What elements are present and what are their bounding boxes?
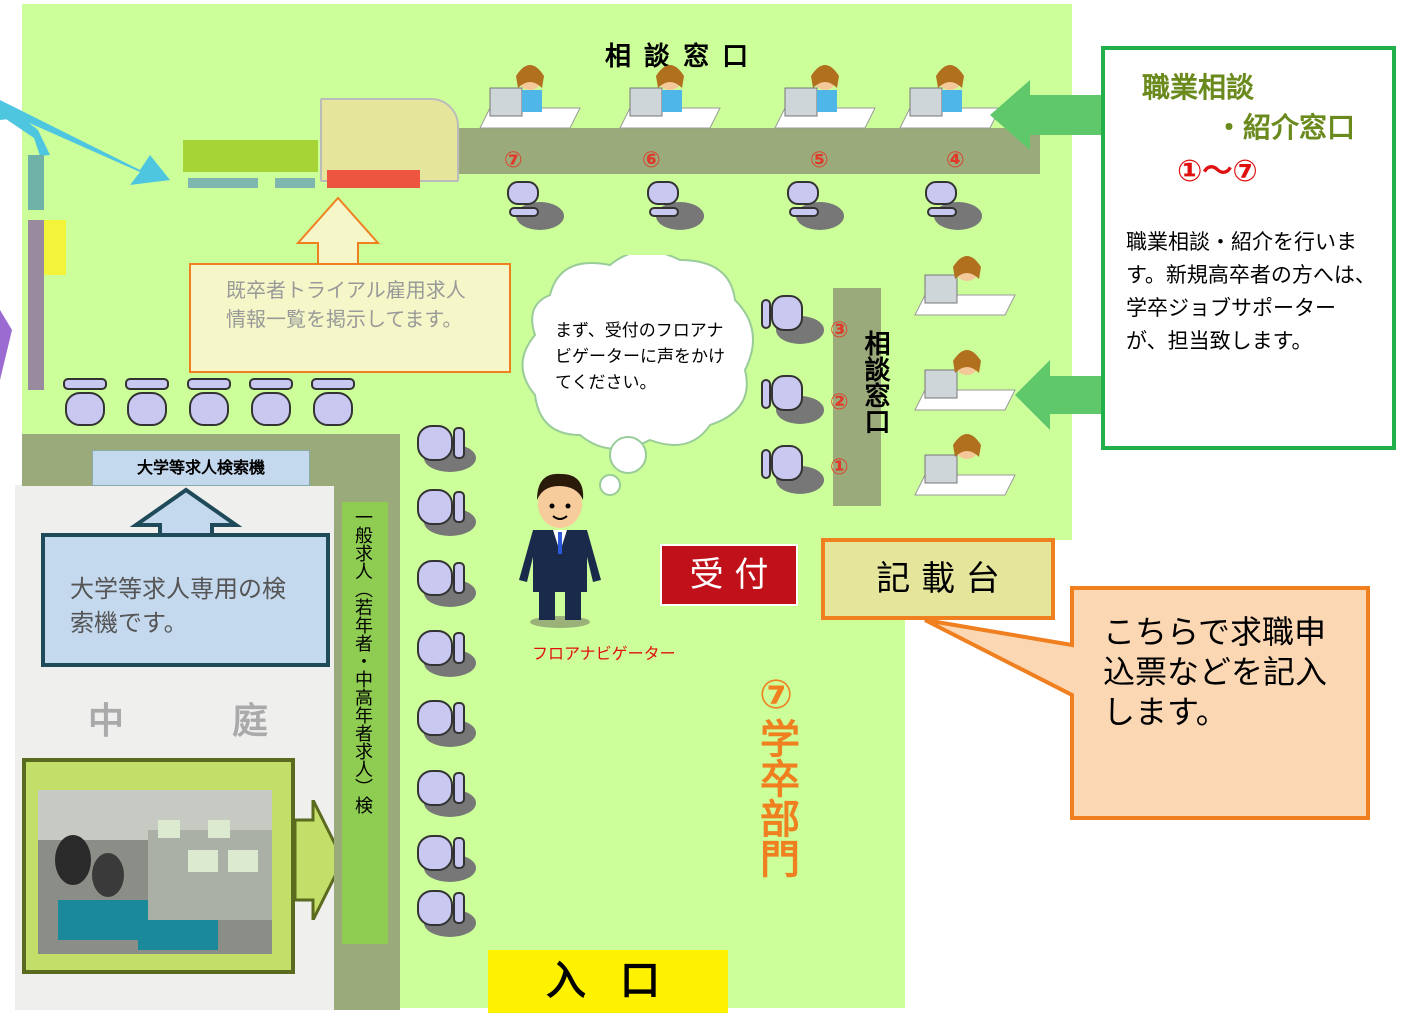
shelf-1 xyxy=(188,178,258,188)
computer-room-photo xyxy=(38,790,272,954)
window-number-4: ④ xyxy=(946,148,965,173)
courtyard-label: 中 庭 xyxy=(88,701,269,742)
staff-icon xyxy=(914,256,1016,316)
job-counseling-title-2: ・紹介窓口 xyxy=(1215,111,1356,144)
gakusotsu-section-label: ⑦学卒部門 xyxy=(753,672,799,878)
speech-bubble xyxy=(521,255,754,496)
university-note-callout xyxy=(41,487,330,667)
job-counseling-description: 職業相談・紹介を行います。新規高卒者の方へは、学卒ジョブサポーターが、担当致しま… xyxy=(1126,230,1376,353)
side-counter-label: 相談窓口 xyxy=(860,330,890,434)
staff-icon xyxy=(914,350,1016,411)
university-note-text: 大学等求人専用の検索機です。 xyxy=(70,575,286,637)
trial-notice-callout xyxy=(189,196,511,373)
navigator-label: フロアナビゲーター xyxy=(532,644,676,663)
window-number-7: ⑦ xyxy=(504,148,523,173)
chair-icon xyxy=(647,181,704,230)
arrow-left-icon xyxy=(990,80,1115,150)
notice-board xyxy=(320,98,459,182)
terminal-chairs xyxy=(63,378,355,426)
window-number-3: ③ xyxy=(830,318,849,343)
chair-icon xyxy=(761,445,824,494)
chair-icon xyxy=(787,181,844,230)
shelf-2 xyxy=(275,178,315,188)
writing-desk-note: こちらで求職申込票などを記入します。 xyxy=(1103,613,1328,731)
chair-icon xyxy=(925,181,982,230)
counter-top xyxy=(455,128,1040,174)
speech-bubble-text: まず、受付のフロアナビゲーターに声をかけてください。 xyxy=(555,321,725,393)
staff-icon xyxy=(479,65,581,129)
general-search-chairs xyxy=(417,425,476,937)
side-counter xyxy=(833,288,881,506)
window-number-1: ① xyxy=(830,455,849,480)
staff-icon xyxy=(619,65,721,129)
job-counseling-range: ①～⑦ xyxy=(1177,154,1258,189)
general-search-label: 一般求人（若年者・中高年者求人）検 xyxy=(352,508,373,814)
university-search-label: 大学等求人検索機 xyxy=(92,450,310,486)
arrow-right-icon xyxy=(295,800,345,920)
bulletin-board xyxy=(183,140,318,172)
staff-icon xyxy=(774,65,876,129)
writing-desk: 記 載 台 xyxy=(821,538,1055,620)
staff-icon xyxy=(914,434,1016,496)
general-search-banner xyxy=(342,502,388,944)
arrow-left-icon xyxy=(1015,360,1105,430)
job-counseling-title-1: 職業相談 xyxy=(1142,71,1255,104)
window-number-5: ⑤ xyxy=(810,148,829,173)
writing-desk-callout xyxy=(924,586,1370,820)
staff-icon xyxy=(899,65,1001,129)
entrance: 入 口 xyxy=(488,950,728,1013)
notice-board-strip xyxy=(327,170,420,188)
window-number-6: ⑥ xyxy=(642,148,661,173)
reception-desk: 受 付 xyxy=(660,544,798,606)
top-counter-label: 相 談 窓 口 xyxy=(605,42,751,72)
navigator-figure xyxy=(519,473,601,628)
chair-icon xyxy=(761,375,824,424)
job-counseling-box xyxy=(1101,46,1396,450)
window-number-2: ② xyxy=(830,390,849,415)
trial-notice-text: 既卒者トライアル雇用求人情報一覧を掲示してます。 xyxy=(226,278,466,331)
incoming-arrows xyxy=(0,100,170,390)
chair-icon xyxy=(507,181,564,230)
chair-icon xyxy=(761,295,824,344)
